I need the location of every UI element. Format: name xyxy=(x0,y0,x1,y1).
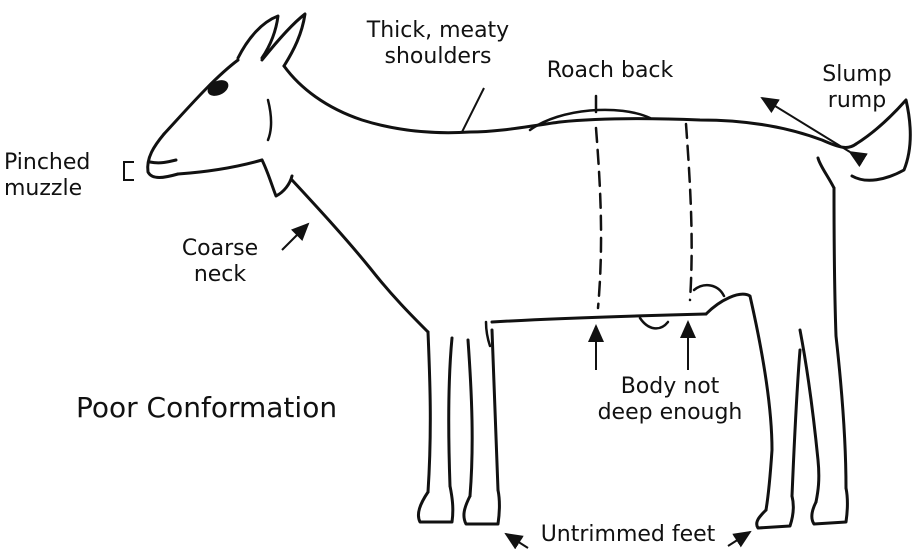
body-depth-label-line2: deep enough xyxy=(590,400,750,426)
slump-rump-label-line1: Slump xyxy=(812,62,902,88)
coarse-neck-label: Coarse neck xyxy=(172,236,268,288)
shoulders-pointer xyxy=(462,88,484,132)
diagram-title: Poor Conformation xyxy=(76,392,337,424)
pinched-muzzle-label-line2: muzzle xyxy=(4,176,116,202)
shoulders-label-line1: Thick, meaty xyxy=(362,18,514,44)
feet-arrow-right xyxy=(728,532,750,546)
shoulders-label-line2: shoulders xyxy=(362,44,514,70)
shoulders-label: Thick, meaty shoulders xyxy=(362,18,514,70)
body-depth-label: Body not deep enough xyxy=(590,374,750,426)
coarse-neck-label-line1: Coarse xyxy=(172,236,268,262)
untrimmed-feet-label: Untrimmed feet xyxy=(530,522,726,548)
pinched-muzzle-label: Pinched muzzle xyxy=(4,150,116,202)
pinched-muzzle-label-line1: Pinched xyxy=(4,150,116,176)
feet-arrow-left xyxy=(506,534,528,548)
body-depth-label-line1: Body not xyxy=(590,374,750,400)
coarse-neck-label-line2: neck xyxy=(172,262,268,288)
muzzle-bracket-icon xyxy=(124,162,134,180)
slump-rump-label: Slump rump xyxy=(812,62,902,114)
slump-rump-label-line2: rump xyxy=(812,88,902,114)
coarse-neck-arrow xyxy=(282,224,308,250)
goat-eye xyxy=(205,77,231,99)
roach-back-label: Roach back xyxy=(534,58,686,84)
